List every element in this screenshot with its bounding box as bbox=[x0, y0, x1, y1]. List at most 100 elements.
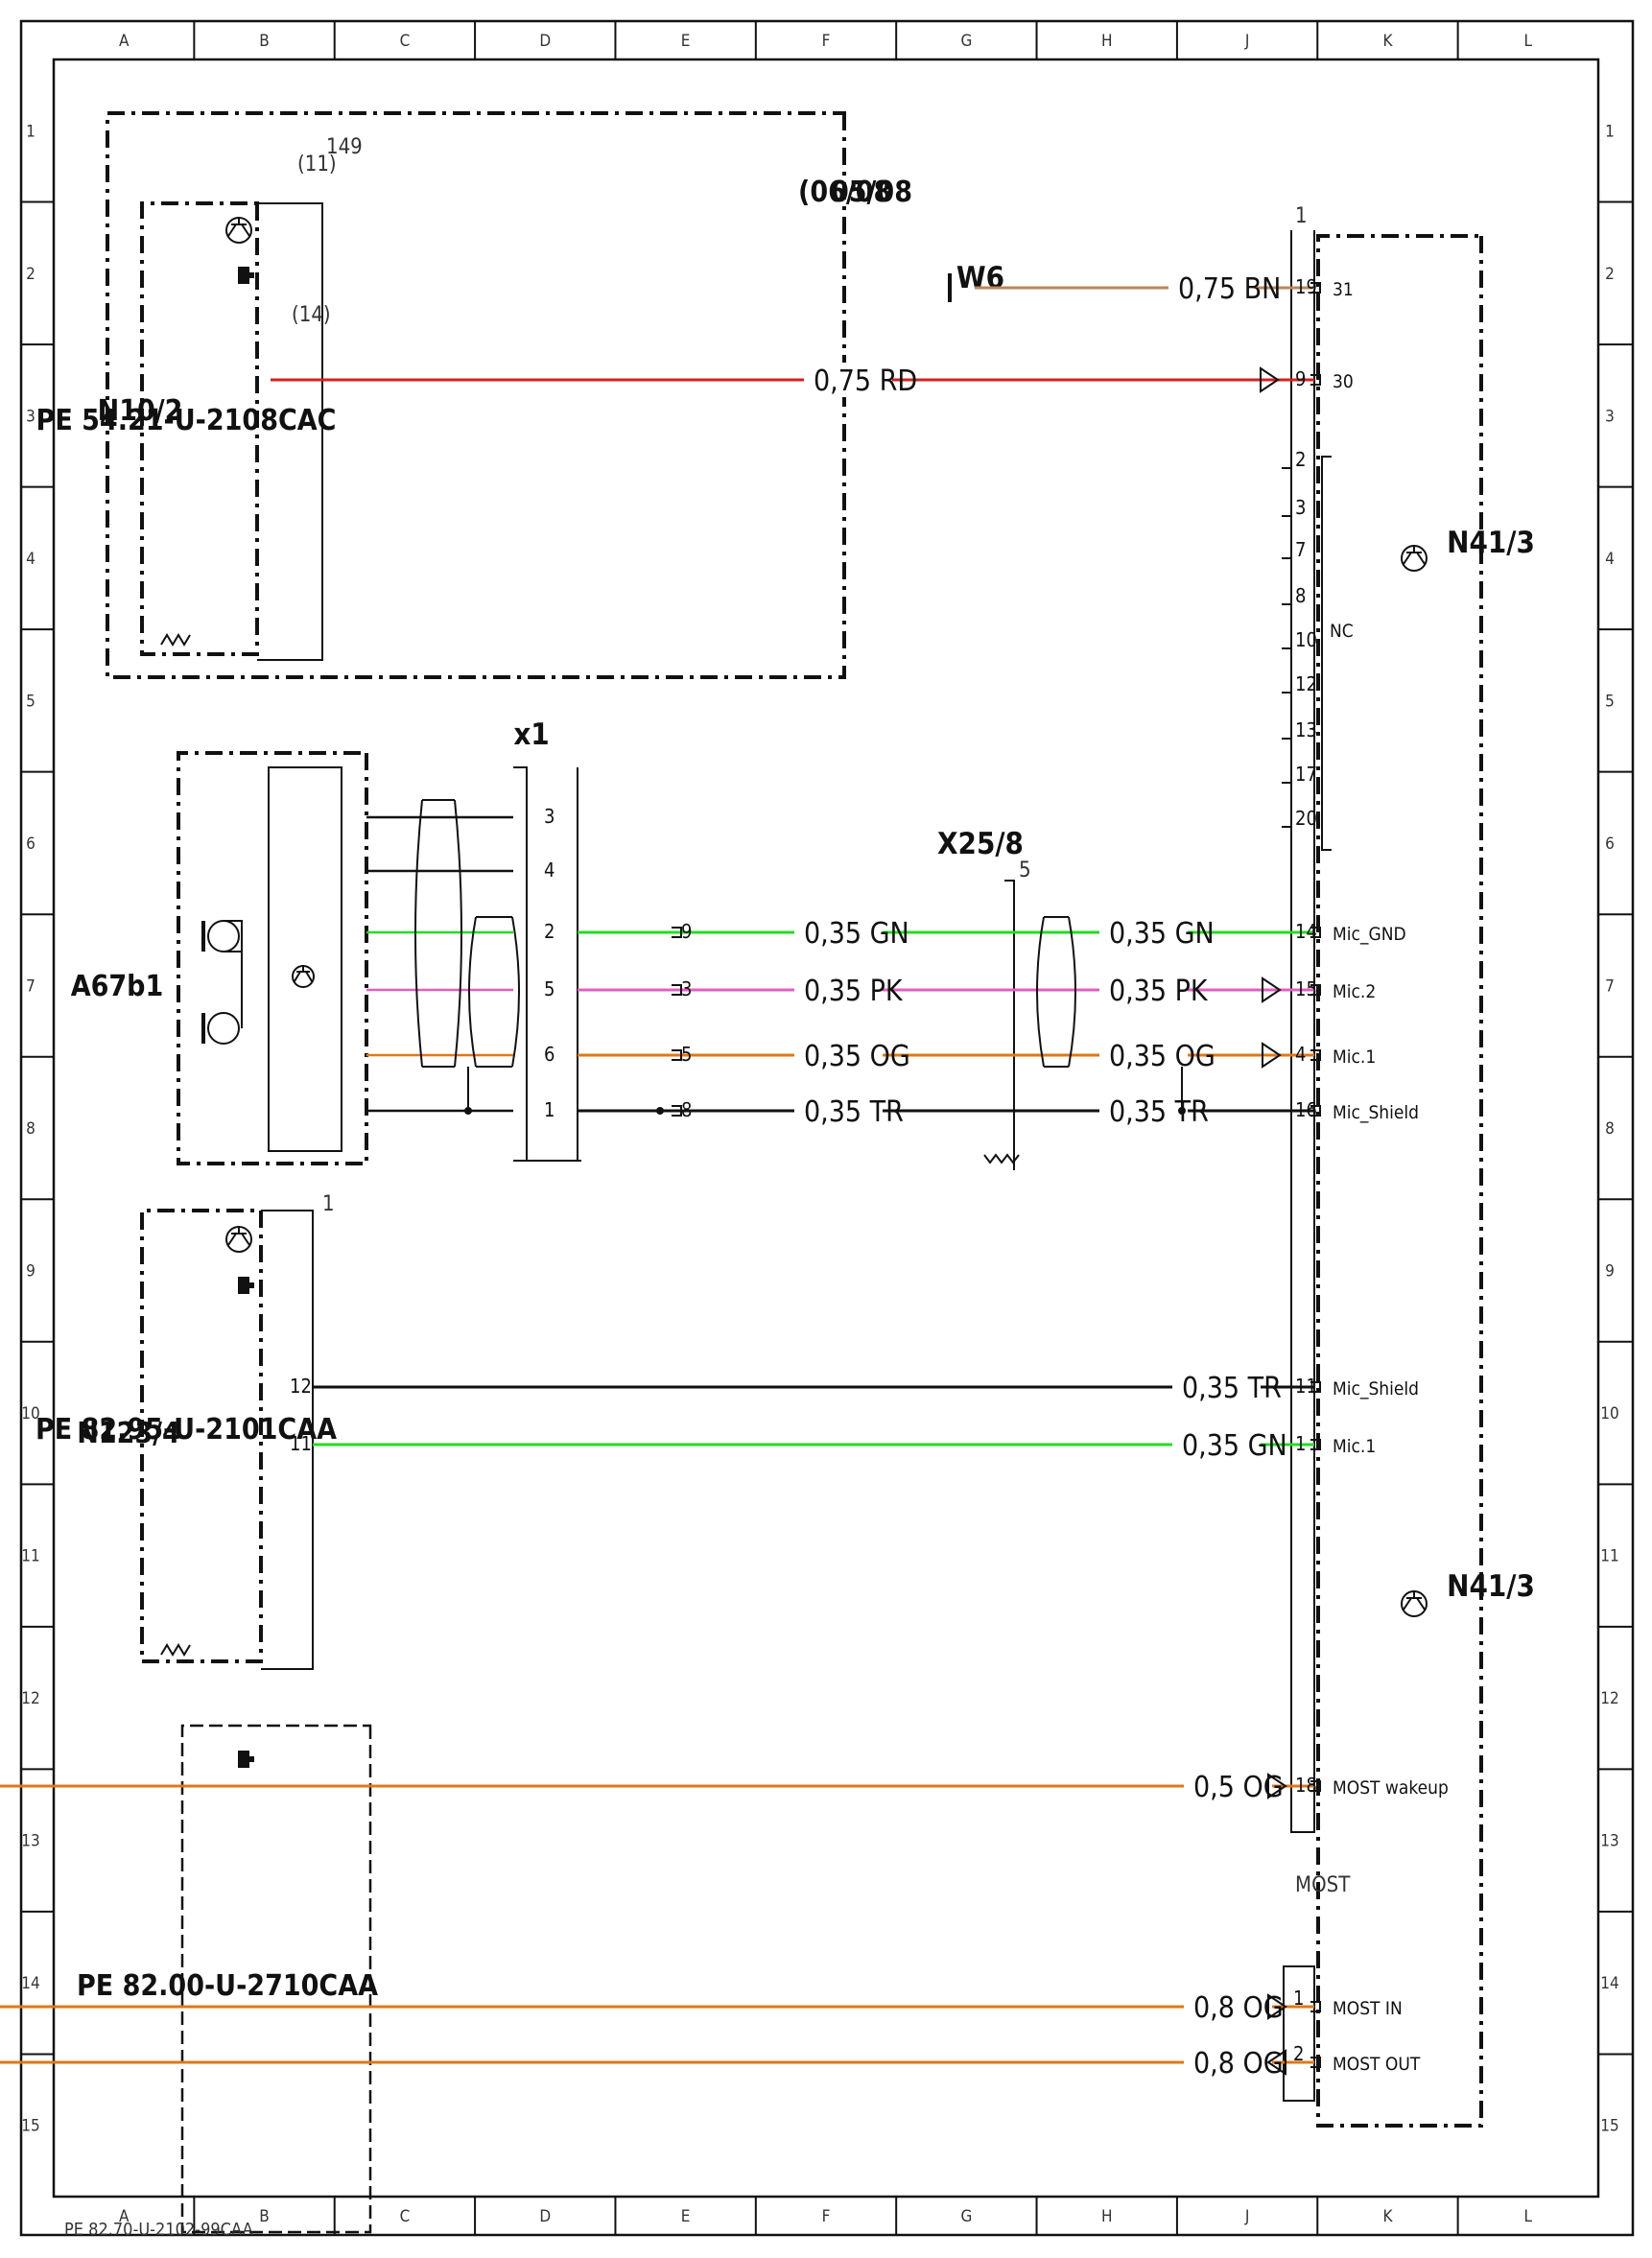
n10-2-conn-sub: (11) bbox=[297, 153, 337, 176]
wire-label-mic1-a: 0,35 OG bbox=[804, 1040, 910, 1073]
most-connector bbox=[1283, 1965, 1315, 2102]
grid-number-bottom: 15 bbox=[21, 2117, 39, 2136]
wire-label-n10-30: 0,75 RD bbox=[814, 365, 917, 398]
grid-reference: 1122334455667788991010111112121313141415… bbox=[21, 21, 1633, 2235]
pin-n10-30: 9 bbox=[1295, 367, 1306, 390]
grid-number-top: 13 bbox=[1600, 1832, 1618, 1851]
signal-n10-30: 30 bbox=[1333, 371, 1354, 392]
shield-marks bbox=[414, 799, 1186, 1115]
n10-2-pin: (14) bbox=[292, 303, 331, 327]
grid-letter-left: D bbox=[539, 32, 551, 51]
grid-number-top: 12 bbox=[1600, 1689, 1618, 1708]
connector-x25-8: X25/8 5 bbox=[937, 827, 1031, 1170]
nc-pin-7: 7 bbox=[1295, 538, 1306, 561]
grid-number-bottom: 12 bbox=[21, 1689, 39, 1708]
grid-letter-left: J bbox=[1244, 32, 1250, 51]
wire-label-n123-shield: 0,35 TR bbox=[1182, 1372, 1282, 1405]
module-a67b1: A67b1 bbox=[71, 751, 368, 1165]
signal-mic1-b: Mic.1 bbox=[1333, 1047, 1376, 1068]
grid-letter-left: K bbox=[1382, 32, 1393, 51]
transistor-icon bbox=[225, 1226, 252, 1253]
grid-number-bottom: 3 bbox=[26, 407, 35, 426]
grid-letter-right: E bbox=[681, 2207, 691, 2226]
wire-label-mic1-b: 0,35 OG bbox=[1109, 1040, 1215, 1073]
grid-number-bottom: 9 bbox=[26, 1262, 35, 1282]
grid-number-top: 11 bbox=[1600, 1547, 1618, 1566]
n123-4-ref: PE 82.95-U-2101CAA bbox=[35, 1413, 337, 1447]
grid-number-bottom: 5 bbox=[26, 692, 35, 711]
grid-letter-left: A bbox=[119, 32, 130, 51]
grid-letter-right: B bbox=[259, 2207, 270, 2226]
nc-pin-2: 2 bbox=[1295, 448, 1306, 471]
signal-n123-shield: Mic_Shield bbox=[1333, 1378, 1419, 1399]
wire-label-most-out: 0,8 OG bbox=[1193, 2047, 1284, 2081]
n123-4-connector-bracket bbox=[261, 1210, 314, 1670]
x1-pin-2: 2 bbox=[544, 920, 555, 943]
doc-code: PE 82.70-U-2102-99CAA bbox=[64, 2220, 253, 2240]
grid-number-top: 14 bbox=[1600, 1974, 1618, 1993]
pin-n123-shield: 11 bbox=[1295, 1375, 1317, 1398]
grid-letter-left: L bbox=[1524, 32, 1533, 51]
signal-w6-31: 31 bbox=[1333, 279, 1354, 300]
grid-number-top: 1 bbox=[1605, 122, 1615, 141]
wire-label-mic-gnd-b: 0,35 GN bbox=[1109, 917, 1215, 951]
border-frame bbox=[19, 19, 1635, 2237]
grid-letter-right: H bbox=[1101, 2207, 1113, 2226]
wire-label-w6-31: 0,75 BN bbox=[1178, 272, 1281, 306]
most-name: MOST bbox=[1295, 1873, 1351, 1897]
wire-label-n123-mic1: 0,35 GN bbox=[1182, 1429, 1287, 1463]
grid-letter-right: L bbox=[1524, 2207, 1533, 2226]
n41-3-outline bbox=[1316, 234, 1483, 2128]
most-pin-2: 2 bbox=[1293, 2042, 1304, 2065]
signal-mic-gnd-b: Mic_GND bbox=[1333, 924, 1406, 945]
x25-8-name: X25/8 bbox=[937, 827, 1024, 861]
grid-number-top: 10 bbox=[1600, 1404, 1618, 1423]
transistor-icon bbox=[1401, 545, 1428, 572]
reference-hand-icon bbox=[238, 1751, 254, 1768]
x25-8-pin-5: 5 bbox=[681, 1043, 692, 1066]
grid-number-top: 6 bbox=[1605, 835, 1615, 854]
nc-pin-13: 13 bbox=[1295, 718, 1317, 741]
grid-number-bottom: 2 bbox=[26, 265, 35, 284]
nc-pin-10: 10 bbox=[1295, 628, 1317, 651]
wire-mic-gnd-a: 0,35 GN bbox=[578, 915, 909, 951]
grid-number-top: 9 bbox=[1605, 1262, 1615, 1282]
x25-8-pin-3: 3 bbox=[681, 977, 692, 1000]
pin-mic2-b: 15 bbox=[1295, 977, 1317, 1000]
grid-letter-left: E bbox=[681, 32, 691, 51]
ground-w6: W6 bbox=[948, 261, 1004, 302]
x25-8-pin-9: 9 bbox=[681, 920, 692, 943]
n10-2-name: N10/2 bbox=[98, 394, 183, 428]
reference-hand-icon bbox=[238, 1277, 254, 1294]
x1-pin-6: 6 bbox=[544, 1043, 555, 1066]
module-n123-4: N123/4 PE 82.95-U-2101CAA 1 bbox=[35, 1192, 337, 1670]
w6-name: W6 bbox=[956, 261, 1004, 295]
nc-label: NC bbox=[1330, 621, 1354, 642]
twisted-pair-mark bbox=[1036, 916, 1076, 1068]
grid-letter-left: H bbox=[1101, 32, 1113, 51]
grid-letter-left: F bbox=[822, 32, 831, 51]
grid-number-bottom: 11 bbox=[21, 1547, 39, 1566]
grid-number-bottom: 1 bbox=[26, 122, 35, 141]
grid-letter-right: K bbox=[1382, 2207, 1393, 2226]
grid-number-top: 7 bbox=[1605, 976, 1615, 996]
grid-letter-right: A bbox=[119, 2207, 130, 2226]
wire-label-shield-b: 0,35 TR bbox=[1109, 1095, 1209, 1129]
twisted-pair-mark bbox=[468, 916, 520, 1068]
twisted-pair-mark bbox=[414, 799, 462, 1068]
x25-8-break-mark bbox=[983, 1153, 1020, 1164]
n10-2-date-1: 05/08 bbox=[831, 176, 912, 209]
nc-pin-3: 3 bbox=[1295, 496, 1306, 519]
grid-number-top: 15 bbox=[1600, 2117, 1618, 2136]
grid-number-bottom: 6 bbox=[26, 835, 35, 854]
signal-most-out: MOST OUT bbox=[1333, 2054, 1421, 2075]
n123-4-outline bbox=[140, 1209, 263, 1663]
n123-4-conn-num: 1 bbox=[322, 1192, 335, 1216]
transistor-icon bbox=[1401, 1590, 1428, 1617]
wire-n123-shield: 0,35 TR 11 Mic_Shield bbox=[313, 1370, 1419, 1405]
